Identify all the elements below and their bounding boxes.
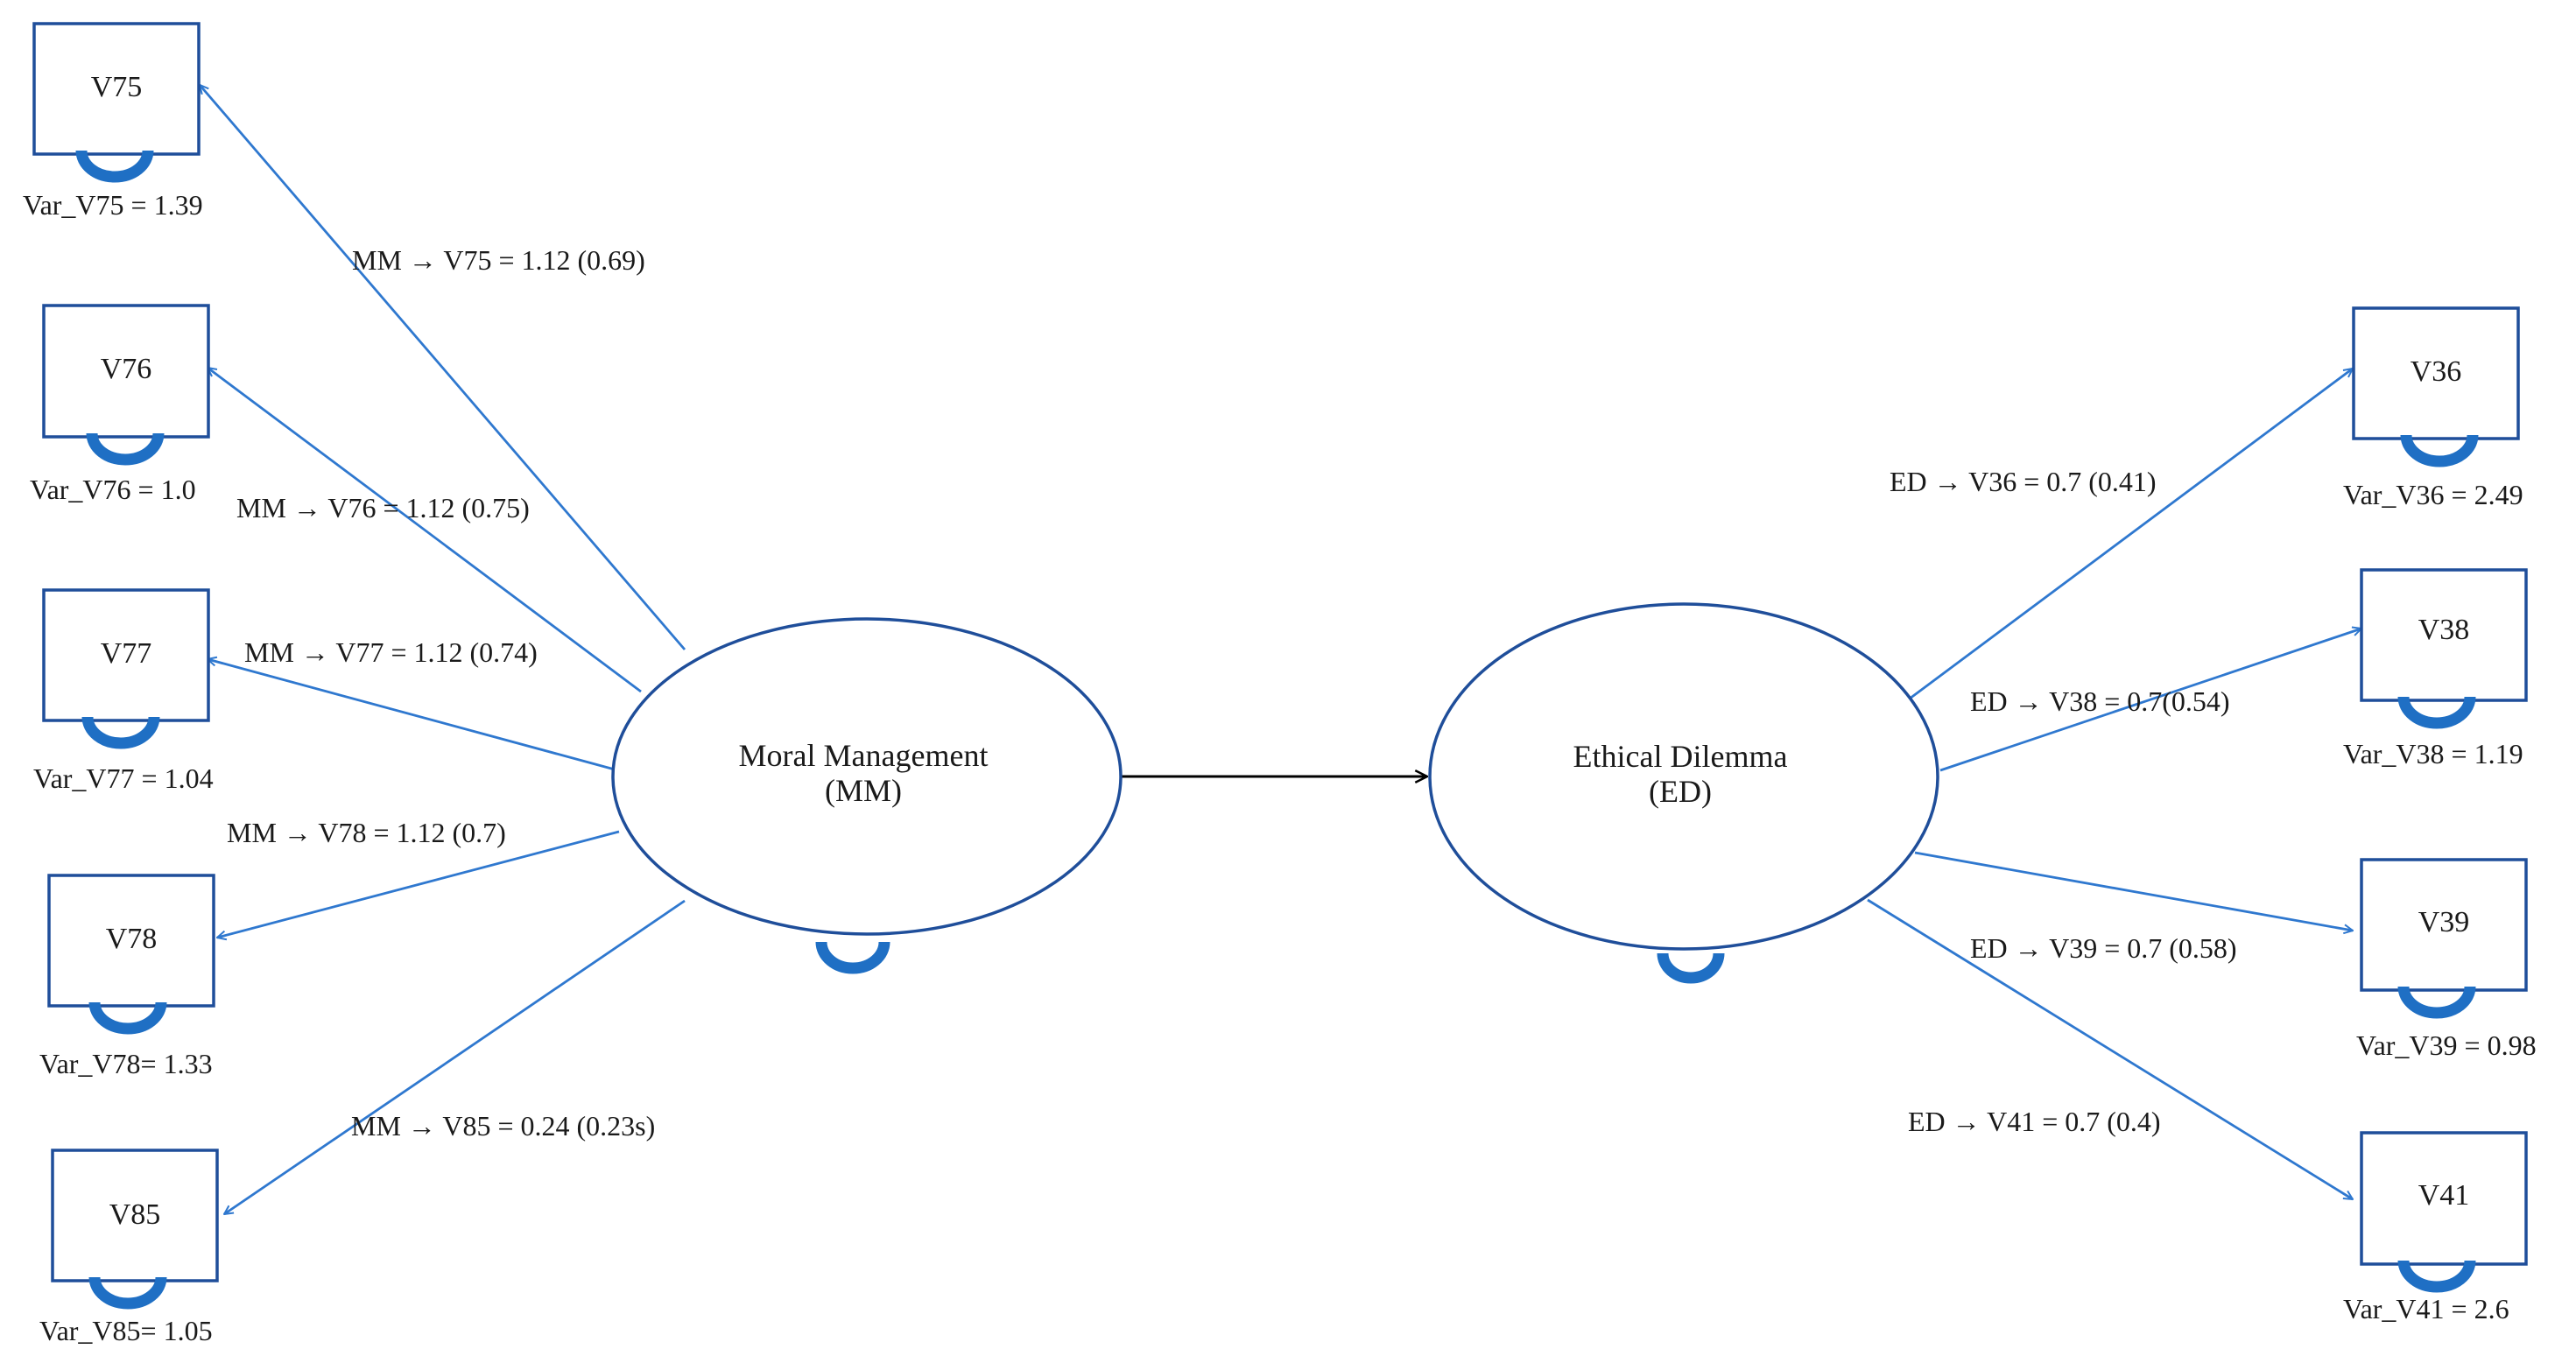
path-arrow-ed-v36	[1909, 369, 2353, 700]
indicator-v75: V75 Var_V75 = 1.39	[23, 22, 203, 221]
path-arrow-mm-v78	[217, 830, 620, 938]
indicator-v39: V39 Var_V39 = 0.98	[2356, 858, 2537, 1061]
indicator-v85-box	[51, 1149, 219, 1282]
path-arrow-ed-v38	[1939, 629, 2361, 772]
indicator-v85-variance: Var_V85= 1.05	[39, 1315, 213, 1346]
path-label-ed-v38: ED → V38 = 0.7(0.54)	[1970, 685, 2230, 717]
path-label-mm-v77: MM → V77 = 1.12 (0.74)	[244, 636, 538, 668]
path-label-mm-v85: MM → V85 = 0.24 (0.23s)	[351, 1110, 655, 1142]
indicator-v76: V76 Var_V76 = 1.0	[30, 304, 210, 505]
indicator-v85-label: V85	[109, 1198, 161, 1231]
indicator-v76-box	[42, 304, 210, 439]
indicator-v85: V85 Var_V85= 1.05	[39, 1149, 219, 1346]
indicator-v77-variance: Var_V77 = 1.04	[33, 762, 214, 794]
error-arc-v77	[81, 716, 160, 749]
latent-ed-ellipse	[1428, 602, 1939, 951]
indicator-v36: V36 Var_V36 = 2.49	[2343, 306, 2523, 510]
path-arrow-mm-v77	[208, 659, 616, 771]
path-label-mm-v78: MM → V78 = 1.12 (0.7)	[227, 817, 506, 848]
latent-ed-label-line2: (ED)	[1649, 774, 1712, 809]
indicator-v75-box	[32, 22, 201, 156]
path-label-ed-v41: ED → V41 = 0.7 (0.4)	[1908, 1106, 2161, 1137]
indicator-v77: V77 Var_V77 = 1.04	[33, 588, 214, 794]
indicator-v78-variance: Var_V78= 1.33	[39, 1048, 213, 1079]
indicator-v38: V38 Var_V38 = 1.19	[2343, 568, 2528, 769]
indicator-v77-label: V77	[101, 637, 152, 670]
error-arc-v78	[88, 1001, 167, 1035]
indicator-v78: V78 Var_V78= 1.33	[39, 874, 215, 1079]
indicator-v76-label: V76	[101, 353, 152, 385]
latent-ed: Ethical Dilemma (ED)	[1428, 602, 1939, 984]
indicator-v76-variance: Var_V76 = 1.0	[30, 474, 196, 505]
error-arc-ed	[1657, 952, 1725, 984]
indicator-v41: V41 Var_V41 = 2.6	[2343, 1131, 2528, 1324]
indicator-v41-label: V41	[2418, 1179, 2470, 1212]
indicator-v41-box	[2360, 1131, 2528, 1266]
error-arc-v76	[86, 432, 165, 466]
indicator-v38-variance: Var_V38 = 1.19	[2343, 738, 2523, 769]
path-label-mm-v76: MM → V76 = 1.12 (0.75)	[236, 492, 530, 523]
path-arrow-mm-v76	[208, 368, 642, 693]
latent-mm-label-line1: Moral Management	[739, 738, 989, 773]
error-arc-v75	[75, 150, 154, 183]
error-arc-v38	[2397, 696, 2476, 729]
path-arrow-ed-v41	[1867, 898, 2353, 1201]
latent-mm-label-line2: (MM)	[825, 773, 902, 808]
indicator-v36-box	[2352, 306, 2520, 440]
path-arrow-mm-v85	[224, 899, 686, 1214]
indicator-v75-variance: Var_V75 = 1.39	[23, 189, 203, 221]
indicator-v39-variance: Var_V39 = 0.98	[2356, 1029, 2537, 1061]
error-arc-v39	[2397, 986, 2476, 1019]
indicator-v75-label: V75	[91, 71, 143, 103]
latent-mm: Moral Management (MM)	[611, 617, 1123, 974]
indicator-v38-label: V38	[2418, 614, 2470, 646]
error-arc-v85	[88, 1276, 167, 1310]
error-arc-v41	[2397, 1260, 2476, 1293]
indicator-v77-box	[42, 588, 210, 722]
indicator-v38-box	[2360, 568, 2528, 702]
error-arc-v36	[2400, 434, 2479, 467]
latent-mm-ellipse	[611, 617, 1123, 936]
path-label-mm-v75: MM → V75 = 1.12 (0.69)	[352, 244, 645, 276]
path-arrow-mm-v75	[200, 85, 686, 650]
path-arrow-ed-v39	[1914, 851, 2353, 931]
indicator-v39-label: V39	[2418, 906, 2470, 938]
path-label-ed-v36: ED → V36 = 0.7 (0.41)	[1890, 466, 2157, 497]
indicator-v41-variance: Var_V41 = 2.6	[2343, 1293, 2509, 1324]
error-arc-mm	[815, 941, 890, 974]
path-label-ed-v39: ED → V39 = 0.7 (0.58)	[1970, 932, 2237, 964]
indicator-v39-box	[2360, 858, 2528, 992]
indicator-v36-variance: Var_V36 = 2.49	[2343, 479, 2523, 510]
indicator-v78-box	[47, 874, 215, 1008]
latent-ed-label-line1: Ethical Dilemma	[1573, 739, 1788, 774]
indicator-v36-label: V36	[2411, 355, 2462, 388]
indicator-v78-label: V78	[106, 923, 158, 955]
